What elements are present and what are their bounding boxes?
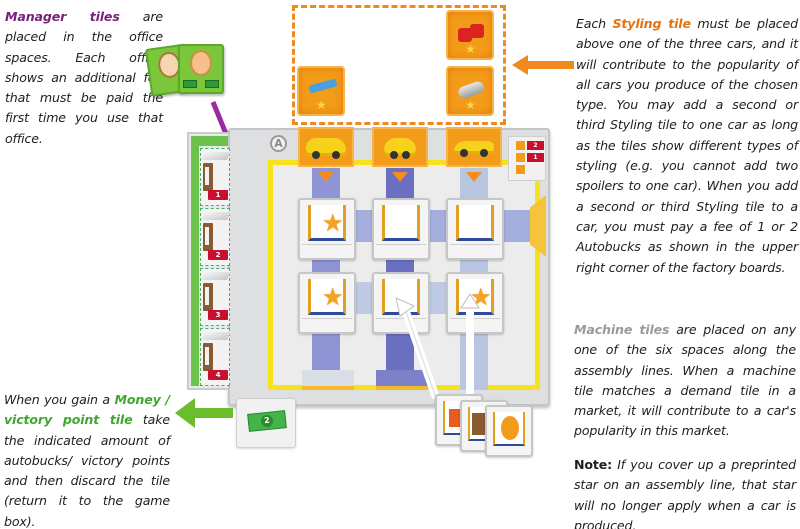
money-tile[interactable]: 2 [247, 410, 287, 432]
money-tile-body: take the indicated amount of autobucks/ … [4, 412, 170, 529]
office-fee-badge: 1 [208, 190, 228, 200]
machine-base [376, 244, 426, 256]
suv-car-icon [306, 138, 346, 159]
office-roof [201, 272, 231, 280]
styling-tile-area [292, 5, 506, 125]
down-arrow-icon [318, 172, 334, 182]
office-roof [201, 212, 231, 220]
board-label-a: A [270, 135, 287, 152]
office-space-2[interactable]: 2 [200, 208, 231, 266]
machine-window [456, 205, 494, 241]
manager-tile-2 [178, 44, 224, 94]
machine-base [450, 244, 500, 256]
machine-tiles-note: Machine tiles are placed on any one of t… [574, 320, 796, 442]
office-roof [201, 152, 231, 160]
star-icon: ★ [322, 209, 344, 237]
lane-exit-2 [376, 370, 428, 390]
styling-arrow-icon [512, 55, 574, 75]
machine-space-r1c1[interactable]: ★ [298, 198, 356, 260]
star-icon: ★ [322, 283, 344, 311]
office-column: 1 2 3 4 [187, 132, 231, 390]
money-arrow-icon [175, 398, 233, 428]
styling-tile-dice[interactable]: ★ [446, 10, 494, 60]
machine-window: ★ [308, 205, 346, 241]
machine-tile-window [493, 412, 525, 446]
machine-base [302, 244, 352, 256]
styling-tile-exhaust[interactable]: ★ [446, 66, 494, 116]
fuzzy-dice-icon [458, 28, 472, 42]
machine-tiles-heading: Machine tiles [574, 322, 670, 337]
fee-slot [516, 141, 525, 150]
money-value: 2 [260, 414, 274, 428]
exit-ramp [530, 195, 546, 257]
machine-tile-crash-dummy[interactable] [485, 405, 533, 457]
money-tile-prefix: When you gain a [4, 392, 115, 407]
cash-icon [205, 80, 219, 88]
office-door-icon [203, 343, 213, 371]
styling-tiles-prefix: Each [576, 16, 613, 31]
spoiler-icon [308, 78, 338, 94]
star-icon: ★ [316, 98, 327, 112]
styling-tiles-note: Each Styling tile must be placed above o… [576, 14, 798, 278]
machine-window: ★ [308, 279, 346, 315]
styling-fee-badge: 2 [527, 141, 544, 150]
office-space-3[interactable]: 3 [200, 268, 231, 326]
office-green-border [191, 136, 199, 386]
office-fee-badge: 4 [208, 370, 228, 380]
car-slot-sports[interactable] [446, 127, 502, 167]
down-arrow-icon [392, 172, 408, 182]
machine-arrow-icon [395, 297, 440, 400]
money-tile-heading: Money / victory point tile [4, 392, 171, 428]
office-space-4[interactable]: 4 [200, 328, 231, 386]
manager-face-icon [190, 50, 212, 76]
note-label: Note: [574, 457, 613, 472]
machine-base [450, 318, 500, 330]
machine-window [382, 205, 420, 241]
star-icon: ★ [465, 42, 476, 56]
note-body: If you cover up a preprinted star on an … [574, 457, 796, 529]
office-green-border-top [191, 136, 228, 146]
machine-window: ★ [456, 279, 494, 315]
office-door-icon [203, 163, 213, 191]
machine-base [376, 318, 426, 330]
fuzzy-dice-icon [470, 24, 484, 38]
machine-arrow-icon [460, 293, 480, 400]
office-fee-badge: 3 [208, 310, 228, 320]
star-rule-note: Note: If you cover up a preprinted star … [574, 455, 796, 529]
styling-tiles-heading: Styling tile [612, 16, 692, 31]
office-fee-badge: 2 [208, 250, 228, 260]
manager-tiles-note: Manager tiles are placed in the office s… [5, 7, 163, 149]
down-arrow-icon [466, 172, 482, 182]
car-slot-compact[interactable] [372, 127, 428, 167]
toolbox-icon [449, 409, 463, 427]
sports-car-icon [454, 140, 494, 157]
star-icon: ★ [465, 98, 476, 112]
crash-dummy-icon [501, 416, 519, 440]
office-roof [201, 332, 231, 340]
machine-space-r2c1[interactable]: ★ [298, 272, 356, 334]
car-slot-suv[interactable] [298, 127, 354, 167]
cash-icon [183, 80, 197, 88]
styling-fee-panel: 2 1 [508, 136, 546, 181]
office-space-1[interactable]: 1 [200, 148, 231, 206]
office-door-icon [203, 223, 213, 251]
machine-tiles-body: are placed on any one of the six spaces … [574, 322, 797, 439]
lane-exit-1 [302, 370, 354, 390]
office-door-icon [203, 283, 213, 311]
machine-space-r1c3[interactable] [446, 198, 504, 260]
styling-tiles-body: must be placed above one of the three ca… [576, 16, 798, 275]
manager-tiles-heading: Manager tiles [5, 9, 120, 24]
machine-base [302, 318, 352, 330]
fee-slot [516, 165, 525, 174]
styling-tile-spoiler[interactable]: ★ [297, 66, 345, 116]
money-tile-note: When you gain a Money / victory point ti… [4, 390, 170, 529]
money-tile-holder: 2 [236, 398, 296, 448]
machine-space-r1c2[interactable] [372, 198, 430, 260]
styling-fee-badge: 1 [527, 153, 544, 162]
fee-slot [516, 153, 525, 162]
manager-tiles-body: are placed in the office spaces. Each of… [5, 9, 163, 146]
compact-car-icon [384, 138, 416, 159]
